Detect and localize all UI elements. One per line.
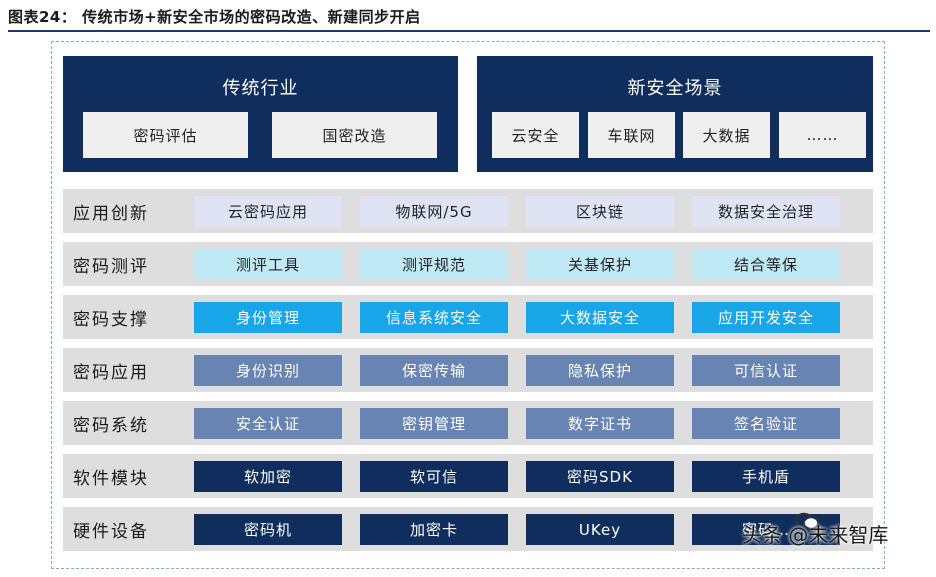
layer-cell: 关基保护 [526, 249, 674, 280]
layer-cell: 保密传输 [360, 355, 508, 386]
scenario-box: 大数据 [683, 112, 770, 158]
layer-row-crypto-support: 密码支撑 身份管理 信息系统安全 大数据安全 应用开发安全 [63, 295, 873, 339]
layer-cell: 隐私保护 [526, 355, 674, 386]
diagram-frame [51, 41, 885, 569]
layer-row-hardware-device: 硬件设备 密码机 加密卡 UKey 密码… [63, 507, 873, 551]
layer-label: 密码测评 [73, 256, 149, 277]
layer-cell: 手机盾 [692, 461, 840, 492]
layer-cell: 结合等保 [692, 249, 840, 280]
traditional-industry-title: 传统行业 [222, 78, 299, 99]
layer-cell: 测评工具 [194, 249, 342, 280]
layer-cell: 云密码应用 [194, 196, 342, 227]
traditional-box: 密码评估 [83, 112, 248, 158]
layer-cell: 应用开发安全 [692, 302, 840, 333]
scenario-box: 车联网 [588, 112, 675, 158]
layer-label: 密码系统 [73, 415, 149, 436]
layer-cell: 数字证书 [526, 408, 674, 439]
layer-cell: 物联网/5G [360, 196, 508, 227]
layer-cell: 密钥管理 [360, 408, 508, 439]
figure-title: 图表24： 传统市场+新安全市场的密码改造、新建同步开启 [8, 8, 421, 26]
new-security-title: 新安全场景 [627, 78, 723, 99]
new-security-panel: 新安全场景 云安全 车联网 大数据 …… [477, 56, 873, 172]
layer-cell: 密码… [692, 514, 840, 545]
traditional-industry-panel: 传统行业 密码评估 国密改造 [63, 56, 458, 172]
layer-label: 软件模块 [73, 468, 149, 489]
layer-cell: 可信认证 [692, 355, 840, 386]
layer-label: 密码应用 [73, 362, 149, 383]
traditional-box: 国密改造 [272, 112, 437, 158]
layer-cell: 信息系统安全 [360, 302, 508, 333]
layer-cell: 身份管理 [194, 302, 342, 333]
layer-cell: 身份识别 [194, 355, 342, 386]
wechat-icon [795, 512, 819, 530]
scenario-box: 云安全 [492, 112, 579, 158]
layer-row-crypto-evaluation: 密码测评 测评工具 测评规范 关基保护 结合等保 [63, 242, 873, 286]
layer-cell: 大数据安全 [526, 302, 674, 333]
layer-label: 密码支撑 [73, 309, 149, 330]
layer-cell: 密码SDK [526, 461, 674, 492]
scenario-box: …… [779, 112, 866, 158]
layer-cell: 签名验证 [692, 408, 840, 439]
layer-row-crypto-application: 密码应用 身份识别 保密传输 隐私保护 可信认证 [63, 348, 873, 392]
layer-row-application-innovation: 应用创新 云密码应用 物联网/5G 区块链 数据安全治理 [63, 189, 873, 233]
title-divider [8, 30, 930, 32]
layer-label: 应用创新 [73, 203, 149, 224]
layer-cell: 安全认证 [194, 408, 342, 439]
layer-cell: 数据安全治理 [692, 196, 840, 227]
layer-cell: 区块链 [526, 196, 674, 227]
layer-row-crypto-system: 密码系统 安全认证 密钥管理 数字证书 签名验证 [63, 401, 873, 445]
layer-cell: 软可信 [360, 461, 508, 492]
layer-cell: UKey [526, 514, 674, 545]
watermark-text: 头条 @未来智库 [742, 523, 889, 547]
layer-cell: 密码机 [194, 514, 342, 545]
layer-label: 硬件设备 [73, 521, 149, 542]
layer-cell: 测评规范 [360, 249, 508, 280]
layer-cell: 加密卡 [360, 514, 508, 545]
layer-row-software-module: 软件模块 软加密 软可信 密码SDK 手机盾 [63, 454, 873, 498]
layer-cell: 软加密 [194, 461, 342, 492]
